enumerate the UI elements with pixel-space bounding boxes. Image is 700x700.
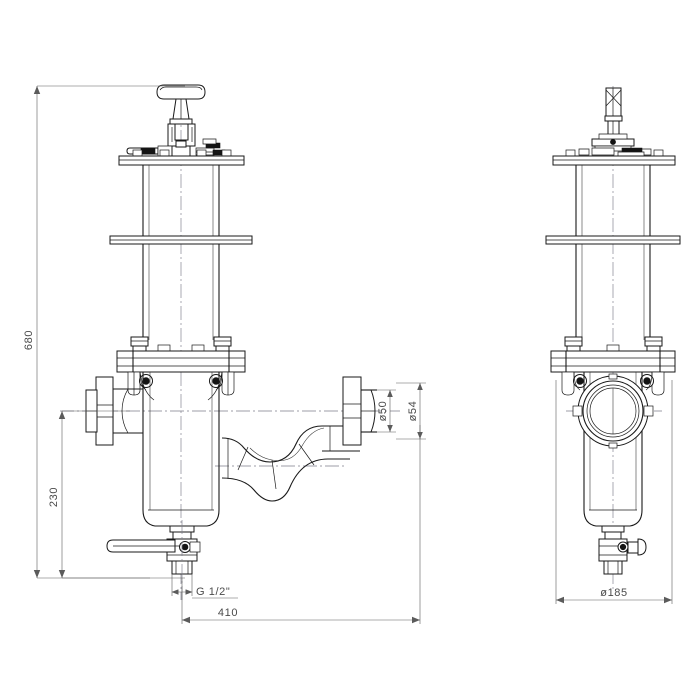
mounting-plate — [109, 235, 253, 245]
dimension-d50-label: ø50 — [377, 401, 389, 422]
dimension-overall-width: 410 — [181, 425, 421, 624]
circular-port-face — [572, 373, 654, 449]
dimension-g-half-inch-label: G 1/2" — [196, 586, 230, 598]
dimension-680-label: 680 — [23, 330, 35, 350]
top-cover-plate — [118, 149, 245, 166]
t-handle-end-view — [578, 87, 652, 157]
side-upper-column — [575, 165, 651, 340]
dimension-port-bore: ø50 — [377, 389, 396, 433]
front-view — [60, 84, 400, 600]
side-top-cover-plate — [552, 149, 676, 166]
side-view — [545, 86, 681, 590]
outlet-flange-right — [342, 376, 377, 446]
dimension-port-outside: ø54 — [396, 382, 426, 440]
dimension-overall-height: 680 — [23, 85, 185, 579]
dimension-410-label: 410 — [218, 607, 238, 619]
upper-support-column — [142, 165, 220, 340]
ball-drain-valve — [106, 520, 201, 600]
t-handle-clamp-screw — [126, 84, 226, 157]
dimension-d54-label: ø54 — [407, 401, 419, 422]
side-mounting-plate — [545, 235, 681, 245]
dimension-230-label: 230 — [48, 487, 60, 507]
dimension-drain-thread: G 1/2" — [171, 574, 238, 599]
s-bend-bypass-pipe — [221, 425, 360, 502]
side-bolted-flange-joint — [550, 336, 676, 396]
dimension-lower-height: 230 — [48, 410, 150, 579]
side-flange-clamp-right — [640, 371, 665, 396]
dimension-d185-label: ø185 — [600, 587, 627, 599]
side-flange-clamp-left — [561, 371, 587, 396]
flange-clamp-right — [209, 371, 235, 396]
side-ball-drain-valve — [598, 525, 647, 575]
dimension-body-diameter: ø185 — [555, 380, 673, 604]
